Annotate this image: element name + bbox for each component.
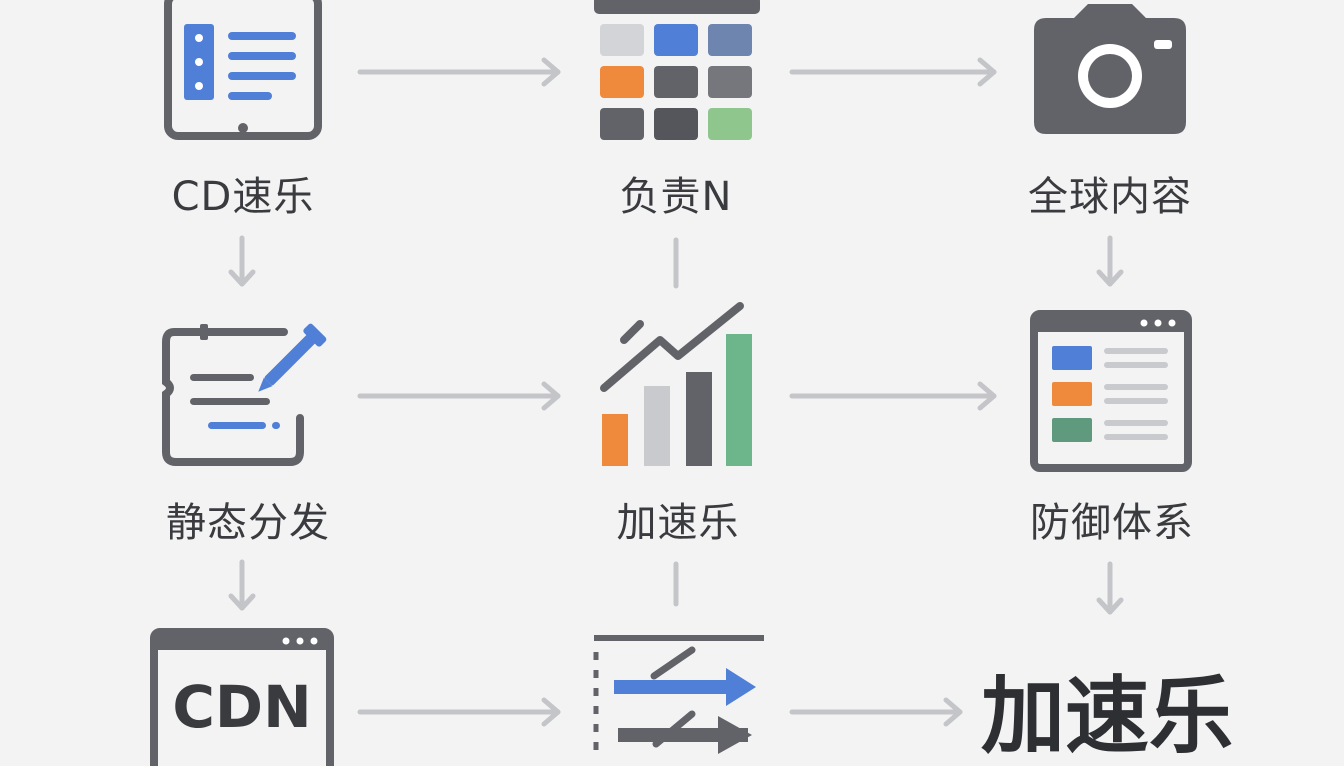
node-label-cd-speed: CD速乐 <box>171 174 315 220</box>
tablet-list-icon <box>162 0 324 146</box>
arrow-right-1 <box>357 57 566 87</box>
node-label-responsible-n: 负责N <box>619 174 733 220</box>
arrow-right-3 <box>357 381 566 411</box>
node-label-global-content: 全球内容 <box>1028 174 1192 220</box>
cdn-window-icon: CDN <box>150 628 334 766</box>
final-label-accelerate: 加速乐 <box>980 667 1233 765</box>
bar-chart-trend-icon <box>600 300 756 468</box>
arrow-down-4 <box>1096 561 1124 618</box>
camera-icon <box>1034 4 1186 134</box>
edit-document-icon <box>162 318 334 466</box>
transfer-arrows-icon <box>592 634 764 764</box>
node-label-accelerate: 加速乐 <box>616 500 740 546</box>
arrow-right-4 <box>789 381 1002 411</box>
arrow-right-5 <box>357 697 566 727</box>
arrow-right-6 <box>789 697 968 727</box>
node-label-defense: 防御体系 <box>1030 500 1194 546</box>
line-down-1 <box>670 237 682 290</box>
line-down-2 <box>670 561 682 614</box>
calendar-grid-icon <box>594 0 760 142</box>
arrow-down-3 <box>1096 235 1124 290</box>
cdn-text: CDN <box>172 673 312 741</box>
arrow-right-2 <box>789 57 1002 87</box>
node-label-static-dist: 静态分发 <box>166 500 330 546</box>
browser-window-list-icon <box>1030 310 1192 472</box>
arrow-down-2 <box>228 559 256 614</box>
arrow-down-1 <box>228 235 256 290</box>
